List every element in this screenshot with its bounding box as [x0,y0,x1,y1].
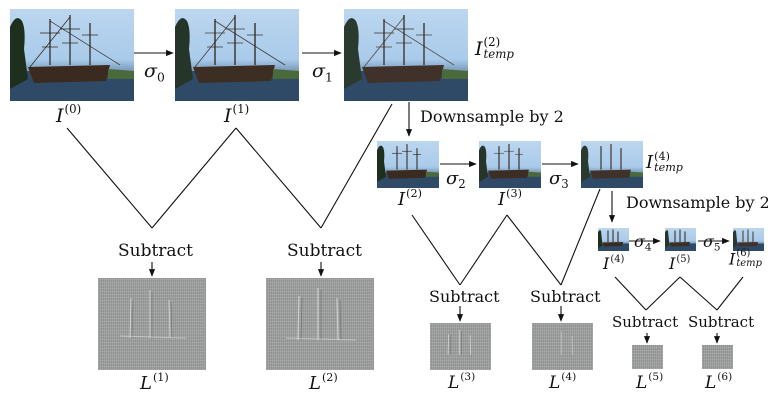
wire-itemp6-to-sub6 [716,276,744,311]
laplacian-image-l5 [632,345,663,369]
wire-i0-to-sub1 [66,127,153,229]
laplacian-image-l4 [532,323,593,370]
label-i5: I(5) [669,253,691,273]
wire-i3-to-sub4 [506,214,562,286]
label-sigma4: σ4 [634,232,652,254]
ship-photo-i2 [377,141,439,188]
wire-i5-to-sub5 [645,276,681,311]
label-i0: I(0) [56,102,82,127]
ship-photo-itemp2 [344,9,468,101]
ship-photo-icon [175,15,299,101]
laplacian-residual-icon [285,288,357,341]
wire-itemp2-to-sub2 [320,103,393,229]
label-sigma0: σ0 [144,60,165,85]
ship-photo-icon [598,229,629,251]
ship-photo-itemp4 [581,141,643,188]
label-sigma5: σ5 [703,232,721,254]
laplacian-residual-icon [119,290,187,339]
label-downsample-1: Downsample by 2 [420,107,564,126]
wire-i2-to-sub3 [411,214,461,286]
label-l4: L(4) [549,371,577,393]
label-itemp6: I(6)temp [729,248,762,269]
label-l5: L(5) [636,371,664,393]
ship-photo-icon [479,144,541,188]
label-subtract-4: Subtract [530,287,601,306]
label-subtract-2: Subtract [287,241,362,261]
laplacian-residual-icon [560,331,574,355]
label-i1: I(1) [224,102,250,127]
ship-photo-icon [665,229,696,251]
label-itemp4: I(4)temp [646,150,683,175]
wire-i4-to-sub5 [614,276,647,311]
laplacian-image-l1 [98,278,206,370]
label-sigma1: σ1 [312,60,333,85]
wire-itemp4-to-sub4 [560,188,601,286]
ship-photo-i3 [479,141,541,188]
wire-i1-to-sub2 [235,127,322,229]
label-downsample-2: Downsample by 2 [626,193,768,212]
label-subtract-3: Subtract [429,287,500,306]
label-l6: L(6) [705,371,733,393]
ship-photo-icon [377,144,439,188]
label-subtract-6: Subtract [688,313,755,331]
label-sigma2: σ2 [446,168,466,192]
ship-photo-icon [733,229,764,251]
label-i4: I(4) [603,253,625,273]
wire-i1-to-sub1 [151,127,237,229]
label-subtract-5: Subtract [612,313,679,331]
wire-i5-to-sub6 [679,276,718,311]
ship-photo-itemp6 [733,228,764,251]
label-subtract-1: Subtract [118,241,193,261]
label-l1: L(1) [140,370,169,394]
label-l3: L(3) [448,371,476,393]
ship-photo-i5 [665,228,696,251]
ship-photo-icon [581,144,643,188]
ship-photo-i0 [10,9,134,101]
laplacian-image-l3 [430,323,491,370]
ship-photo-i1 [175,9,299,101]
label-itemp2: I(2)temp [475,35,514,61]
wire-i3-to-sub3 [459,214,508,286]
laplacian-image-l6 [702,345,733,369]
ship-photo-icon [10,15,134,101]
ship-photo-i4 [598,228,629,251]
laplacian-image-l2 [266,278,374,370]
ship-photo-icon [344,15,468,101]
label-i3: I(3) [498,186,522,210]
label-l2: L(2) [309,370,338,394]
laplacian-residual-icon [447,330,472,355]
label-i2: I(2) [398,186,422,210]
label-sigma3: σ3 [549,168,569,192]
